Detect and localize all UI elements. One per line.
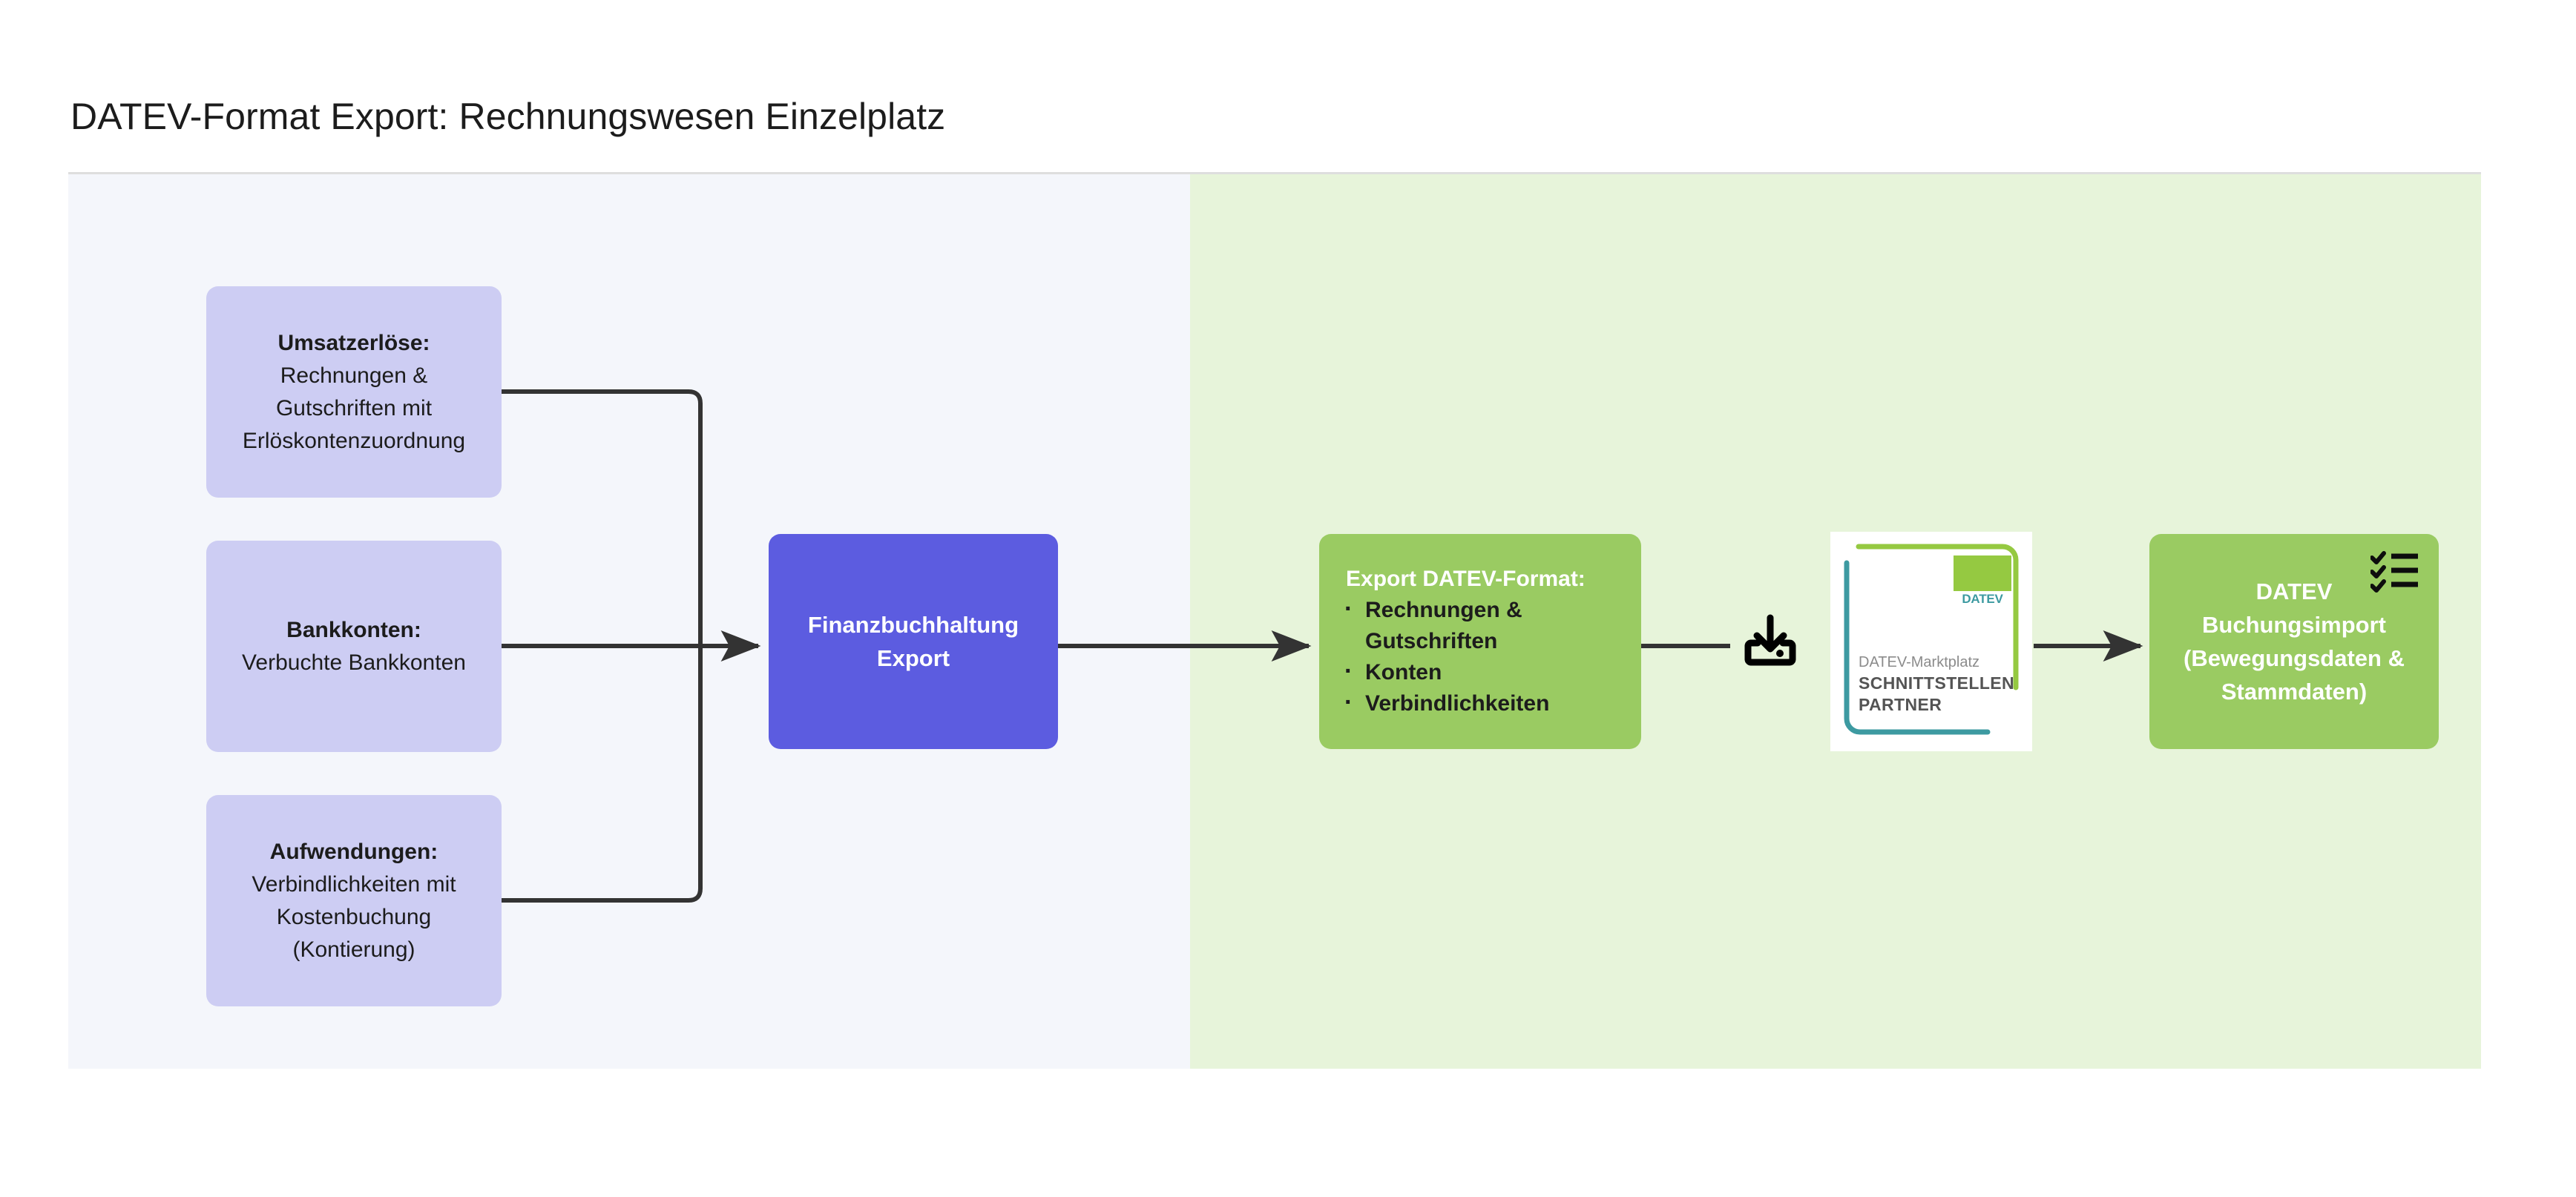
node-aufwendungen-line3: (Kontierung) [292,937,415,962]
node-bankkonten[interactable]: Bankkonten: Verbuchte Bankkonten [206,541,502,752]
node-bankkonten-line1: Verbuchte Bankkonten [242,650,466,675]
node-export-list: Rechnungen & Gutschriften Konten Verbind… [1319,593,1641,719]
node-umsatzerloese-title: Umsatzerlöse: [277,330,430,355]
node-aufwendungen-title: Aufwendungen: [269,839,438,864]
datev-card-frame [1844,544,2019,735]
node-export-datev-format[interactable]: Export DATEV-Format: Rechnungen & Gutsch… [1319,534,1641,749]
node-finanzbuchhaltung-export[interactable]: Finanzbuchhaltung Export [769,534,1058,749]
node-umsatzerloese-line3: Erlöskontenzuordnung [242,428,466,453]
node-export-item-rechnungen: Rechnungen & Gutschriften [1344,593,1634,657]
node-umsatzerloese-line2: Gutschriften mit [275,395,433,421]
download-tray-icon [1744,614,1796,666]
node-finanzbuchhaltung-line1: Finanzbuchhaltung [807,612,1019,638]
datev-card-text: DATEV-Marktplatz SCHNITTSTELLEN PARTNER [1859,653,2014,716]
node-export-item-verbindlichkeiten: Verbindlichkeiten [1344,687,1634,719]
diagram-canvas: Umsatzerlöse: Rechnungen & Gutschriften … [68,172,2481,1069]
node-bankkonten-title: Bankkonten: [286,617,421,642]
node-import-line4: Stammdaten) [2221,679,2368,705]
datev-partner-label: PARTNER [1859,695,1942,714]
checklist-icon [2370,551,2418,593]
node-export-heading: Export DATEV-Format: [1346,567,1586,591]
node-datev-buchungsimport[interactable]: DATEV Buchungsimport (Bewegungsdaten & S… [2149,534,2439,749]
node-export-item-konten: Konten [1344,656,1634,688]
datev-logo-square [1954,555,2011,591]
datev-logo: DATEV [1954,555,2011,606]
page-title: DATEV-Format Export: Rechnungswesen Einz… [70,96,946,137]
node-import-line1: DATEV [2255,578,2333,604]
node-aufwendungen-line2: Kostenbuchung [276,904,432,929]
node-umsatzerloese-line1: Rechnungen & [280,363,428,388]
datev-schnittstellen-label: SCHNITTSTELLEN [1859,673,2015,693]
datev-marktplatz-label: DATEV-Marktplatz [1859,654,1979,670]
svg-text:DATEV: DATEV [1962,592,2003,605]
node-import-line2: Buchungsimport [2202,612,2386,638]
node-aufwendungen[interactable]: Aufwendungen: Verbindlichkeiten mit Kost… [206,795,502,1006]
node-umsatzerloese[interactable]: Umsatzerlöse: Rechnungen & Gutschriften … [206,286,502,498]
node-aufwendungen-line1: Verbindlichkeiten mit [252,871,456,897]
datev-schnittstellenpartner-card[interactable]: DATEV DATEV-Marktplatz SCHNITTSTELLEN PA… [1830,532,2032,751]
node-import-line3: (Bewegungsdaten & [2184,645,2405,671]
datev-logo-wordmark: DATEV [1962,592,2003,606]
node-finanzbuchhaltung-line2: Export [876,645,950,671]
